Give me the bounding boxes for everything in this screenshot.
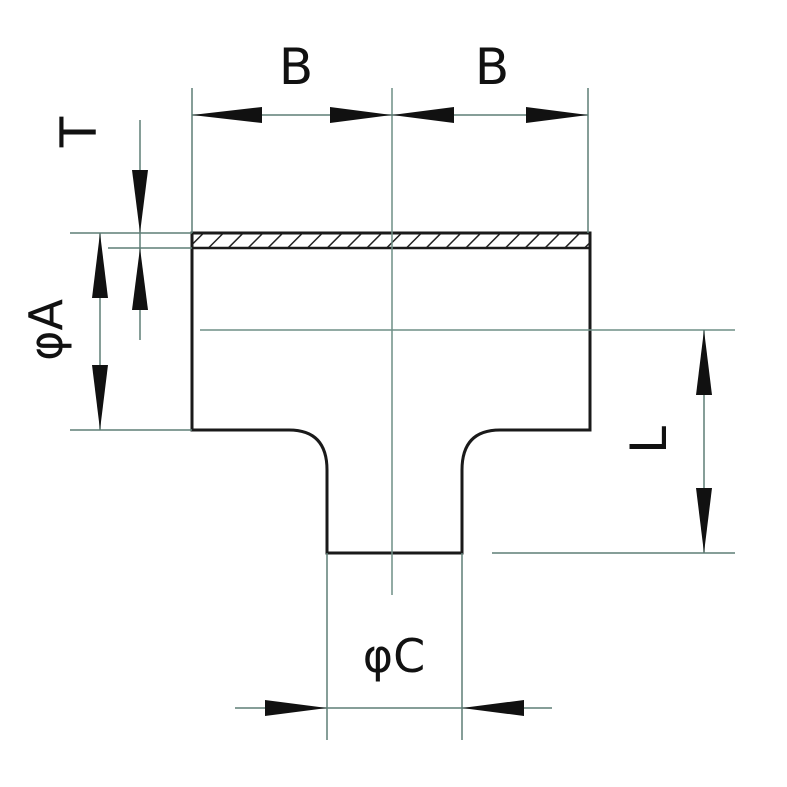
dimension-l	[696, 330, 712, 553]
label-t: T	[50, 116, 108, 148]
label-b-left: B	[279, 38, 313, 96]
label-phi-a: φA	[19, 299, 73, 361]
wall-thickness-hatch	[190, 231, 592, 250]
label-b-right: B	[475, 38, 509, 96]
tee-outline	[190, 231, 592, 555]
dimension-a	[92, 233, 108, 430]
label-l: L	[620, 426, 678, 454]
dimension-c	[235, 700, 552, 716]
dimension-b	[192, 107, 588, 123]
label-phi-c: φC	[363, 629, 425, 683]
dimension-t	[132, 120, 148, 340]
